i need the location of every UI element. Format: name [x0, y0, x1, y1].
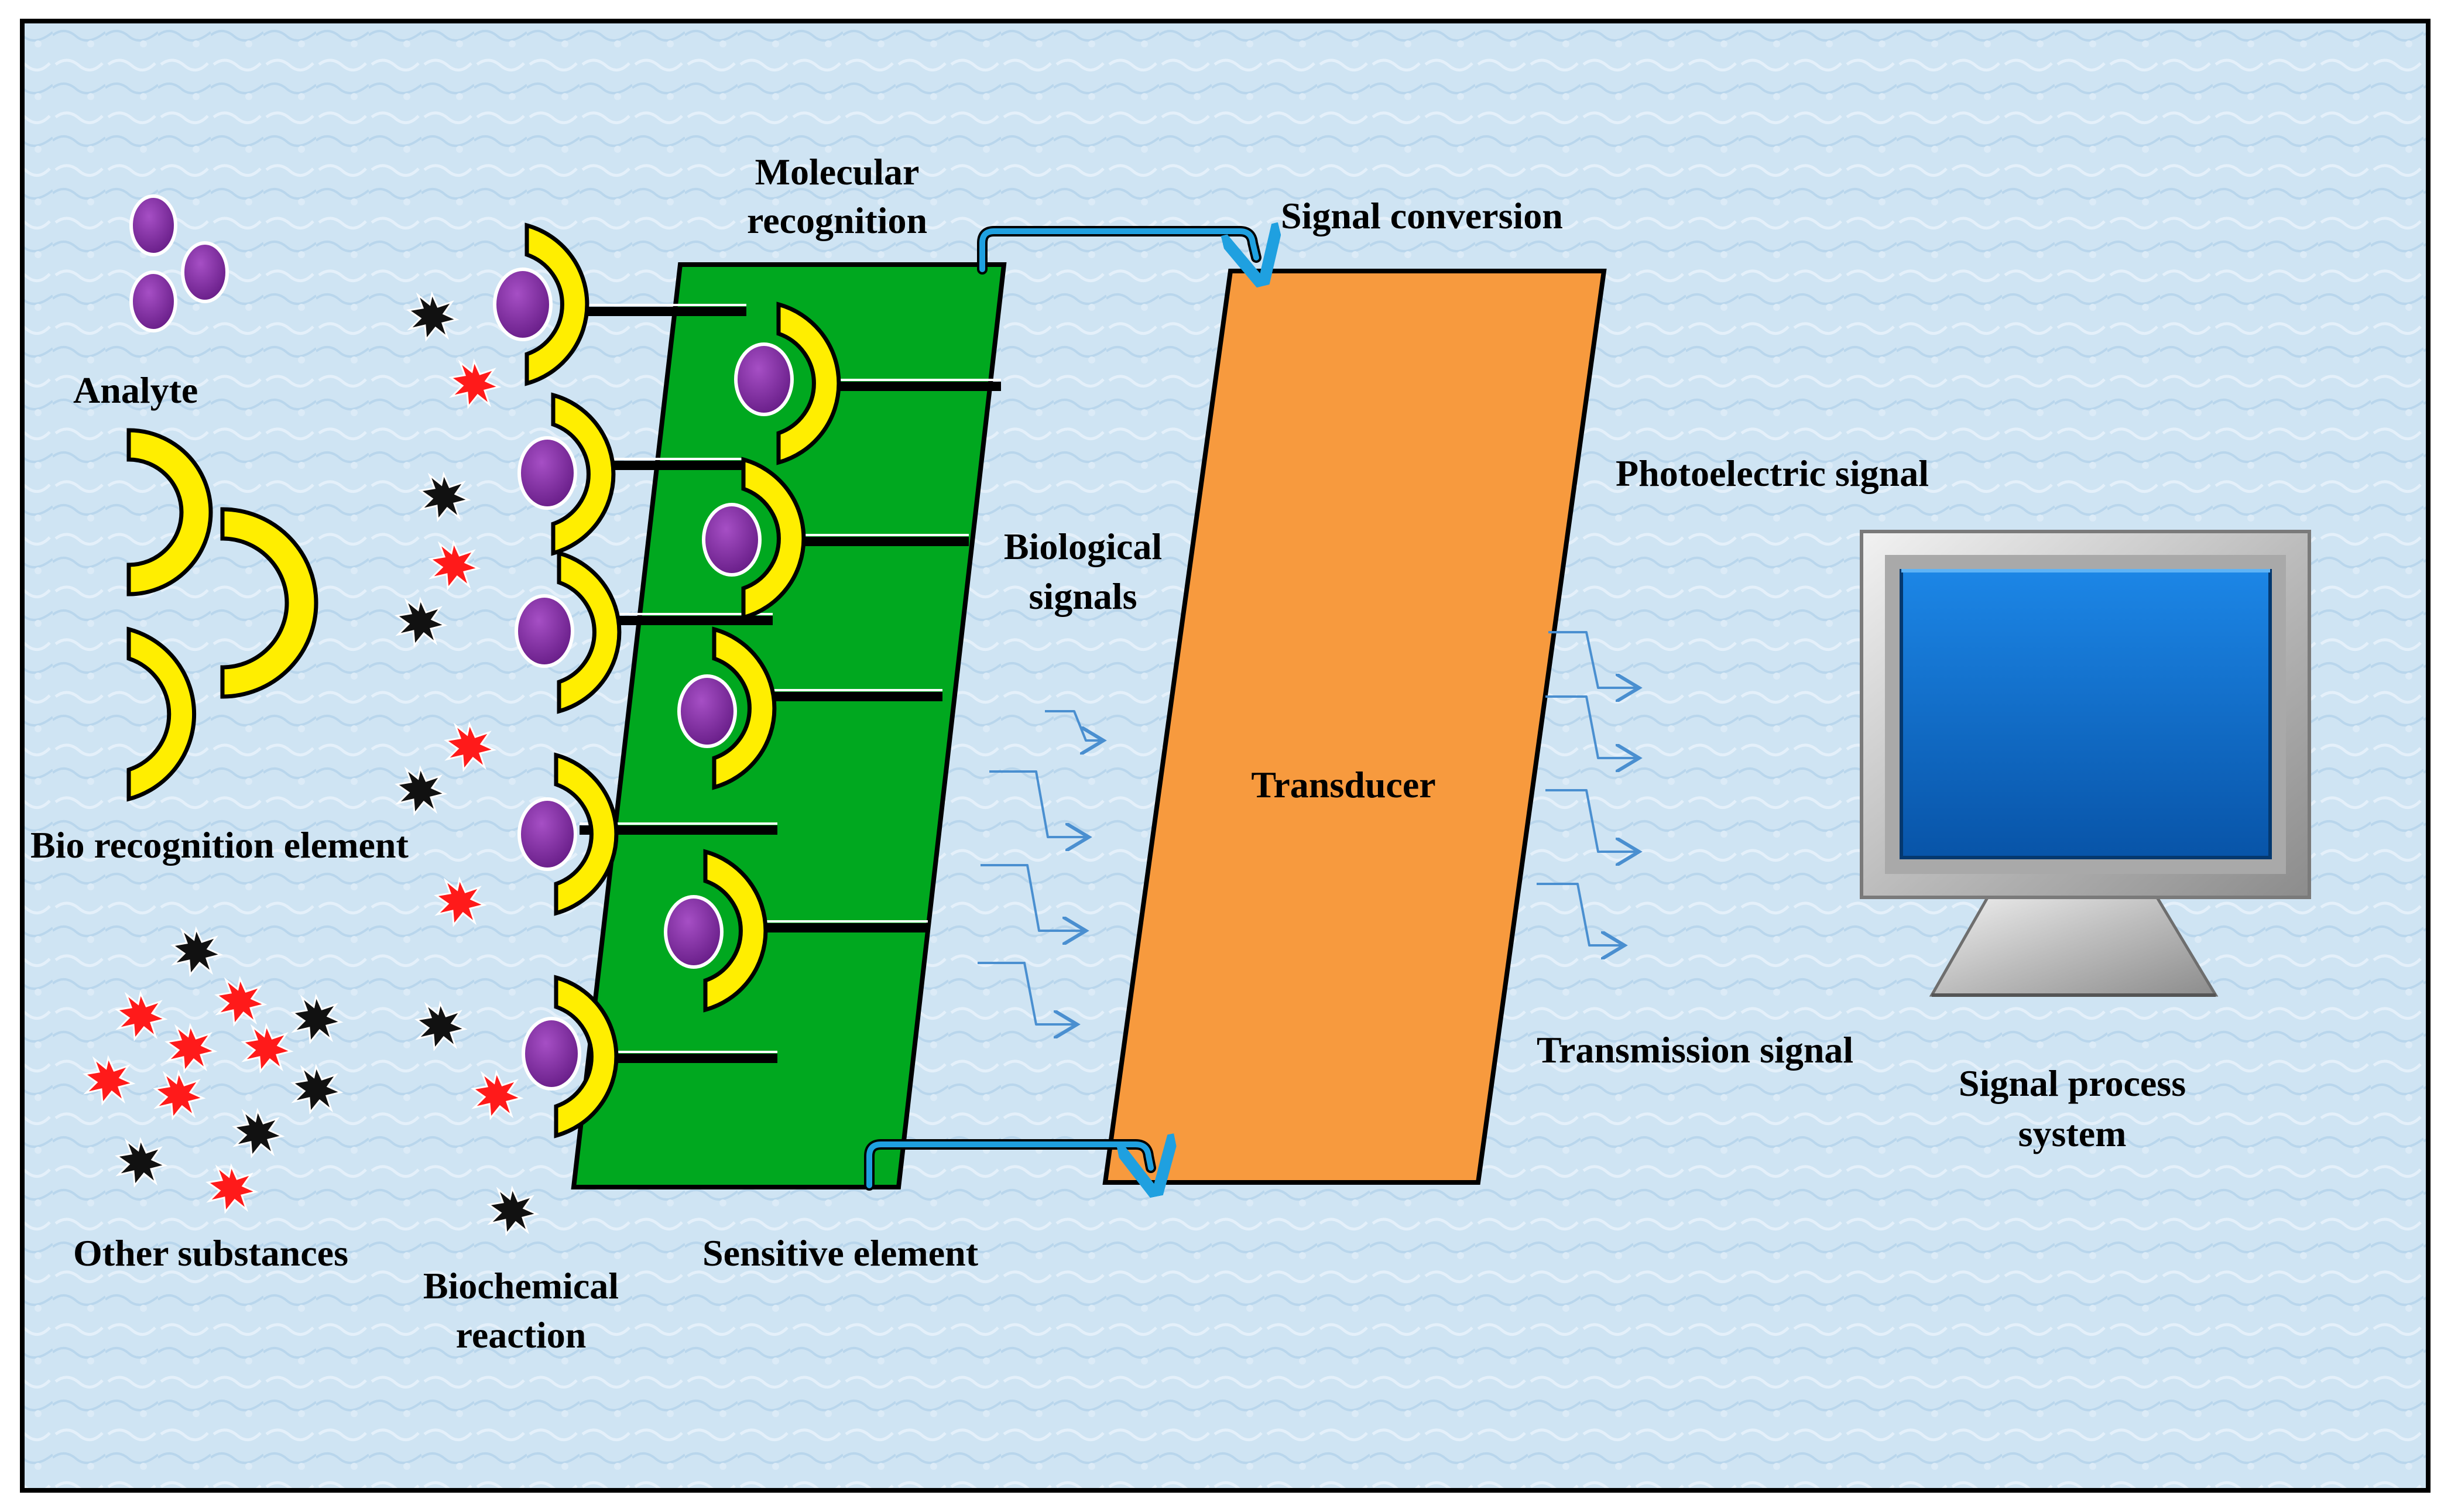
receptor-cups — [525, 222, 841, 1139]
label-signal-process-system-2: system — [2018, 1113, 2127, 1154]
label-sensitive-element: Sensitive element — [702, 1232, 979, 1274]
label-biological-signals-2: signals — [1029, 575, 1137, 617]
label-biological-signals-1: Biological — [1004, 526, 1162, 567]
other-substances — [83, 926, 344, 1214]
bio-recognition-legend — [126, 428, 318, 802]
label-molecular-recognition-2: recognition — [747, 200, 927, 241]
label-biochemical-reaction-1: Biochemical — [423, 1265, 619, 1307]
label-signal-process-system-1: Signal process — [1959, 1062, 2186, 1104]
label-bio-recognition-element: Bio recognition element — [30, 824, 409, 866]
label-photoelectric-signal: Photoelectric signal — [1616, 452, 1929, 494]
transmission-signal-arrows — [1537, 631, 1639, 945]
receptor-stalk-highlights — [562, 304, 1001, 1053]
label-transducer: Transducer — [1251, 764, 1435, 805]
label-biochemical-reaction-2: reaction — [456, 1314, 587, 1356]
label-molecular-recognition-1: Molecular — [755, 151, 920, 193]
label-analyte: Analyte — [73, 369, 198, 411]
analyte-cluster — [129, 194, 229, 332]
biological-signal-arrows — [978, 710, 1103, 1024]
label-other-substances: Other substances — [73, 1232, 348, 1274]
label-transmission-signal: Transmission signal — [1537, 1029, 1853, 1071]
monitor-icon — [1860, 530, 2311, 997]
bound-analytes — [493, 268, 794, 1091]
receptor-stalks — [562, 307, 1001, 1063]
transducer-block — [1102, 269, 1607, 1185]
connector-arrows — [864, 231, 1256, 1185]
label-signal-conversion: Signal conversion — [1281, 195, 1563, 236]
biochemical-reaction-particles — [395, 291, 540, 1236]
monitor-screen — [1900, 569, 2272, 859]
